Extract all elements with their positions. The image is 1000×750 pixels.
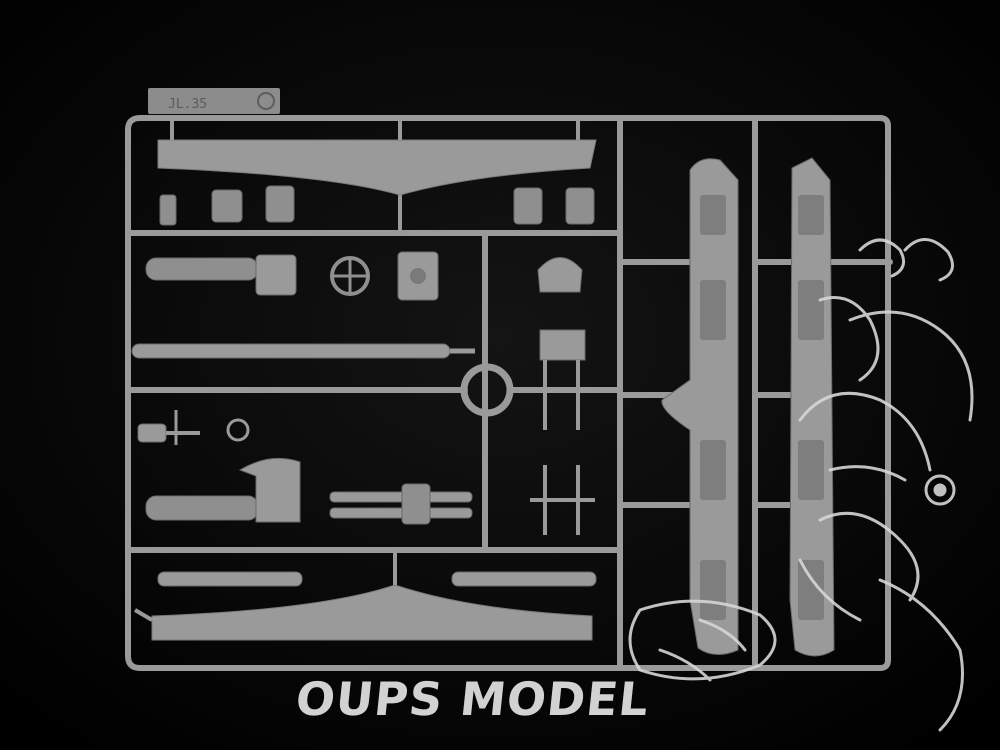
bracket-part	[539, 329, 586, 361]
sprue-tag: JL.35	[148, 88, 280, 114]
sprue-tag-text: JL.35	[168, 97, 207, 112]
tube-part-right	[451, 571, 597, 587]
runner-ring	[460, 363, 514, 417]
mount-part	[137, 410, 200, 445]
barrel-part	[131, 343, 451, 359]
small-wheel-part	[226, 418, 250, 442]
dome-part	[537, 257, 583, 293]
watermark-logo-drawing	[628, 238, 974, 732]
upper-beam-part	[157, 139, 597, 196]
tube-part-left	[157, 571, 303, 587]
cylinder-part-upper	[145, 254, 297, 296]
twin-rod-part	[329, 483, 473, 525]
wheel-part	[330, 256, 370, 296]
watermark-text: OUPS MODEL	[293, 672, 652, 726]
cylinder-part-lower	[145, 457, 301, 523]
small-parts-row	[159, 185, 595, 226]
